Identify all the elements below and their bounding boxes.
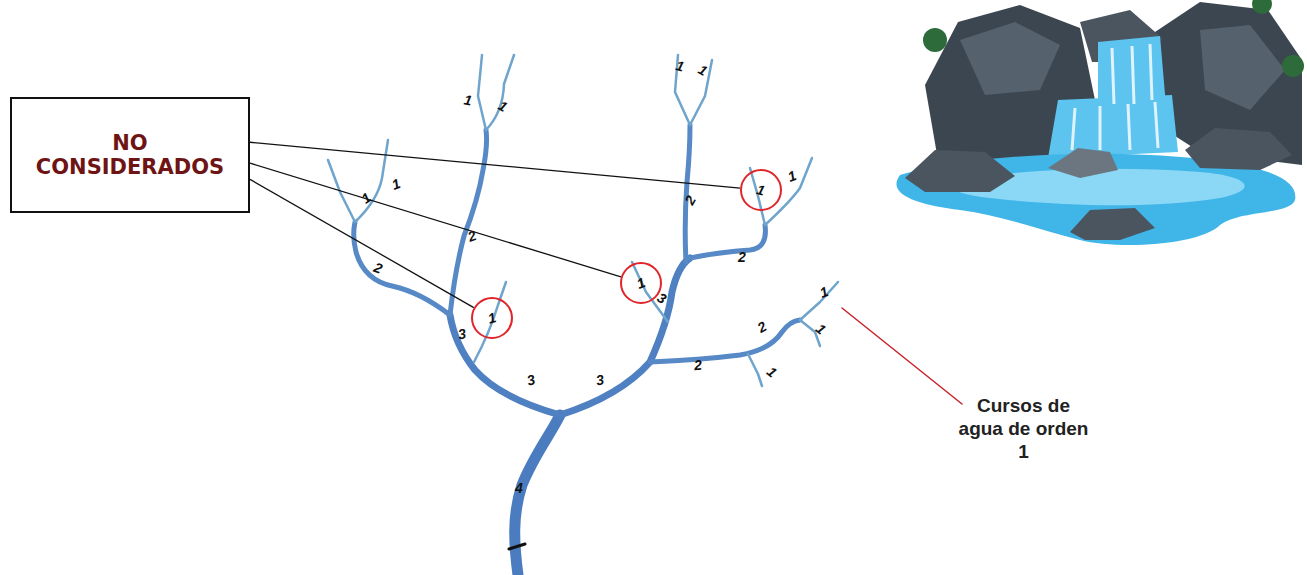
stream-order: 2 xyxy=(372,259,385,277)
river-branch xyxy=(450,130,487,315)
river-stream xyxy=(474,282,506,362)
river-stream xyxy=(765,158,812,225)
river-branch xyxy=(560,258,690,415)
stream-order: 2 xyxy=(466,227,479,245)
river-stream xyxy=(478,55,486,130)
river-stream xyxy=(355,140,388,222)
stream-order: 3 xyxy=(457,325,467,342)
rock xyxy=(1070,208,1155,240)
stream-order: 2 xyxy=(755,318,770,336)
leader-line xyxy=(250,179,474,307)
water-streaks xyxy=(1072,44,1158,150)
circled-stream-number: 1 xyxy=(620,262,662,304)
leader-line xyxy=(250,142,740,188)
stream-order: 1 xyxy=(786,167,799,185)
river-trunk xyxy=(515,415,560,575)
bush xyxy=(923,28,947,52)
rock xyxy=(1200,25,1285,110)
circled-stream-number: 1 xyxy=(471,297,513,339)
stream-order: 1 xyxy=(496,97,511,115)
box-label: NO CONSIDERADOS xyxy=(36,131,224,179)
stream-order: 1 xyxy=(390,175,403,193)
bush xyxy=(1252,0,1272,14)
stream-order: 1 xyxy=(764,363,780,380)
river-stream xyxy=(675,55,690,125)
rock xyxy=(960,22,1060,95)
rock xyxy=(1048,148,1118,178)
bush xyxy=(1282,55,1304,77)
stream-order: 1 xyxy=(813,320,829,337)
stream-order: 2 xyxy=(693,357,702,374)
river-stream xyxy=(486,55,514,130)
trunk-tick xyxy=(509,544,525,549)
river-branch xyxy=(450,315,560,415)
river-stream xyxy=(800,282,838,320)
river-branch xyxy=(354,222,450,315)
stream-order: 2 xyxy=(738,249,746,265)
stream-order: 1 xyxy=(818,283,831,301)
note-box: NO CONSIDERADOS xyxy=(10,97,250,213)
rock xyxy=(905,150,1015,192)
river-stream xyxy=(328,160,355,222)
leader-line xyxy=(250,163,621,277)
leader-line xyxy=(842,308,962,404)
stream-order: 3 xyxy=(525,371,537,388)
annotation-text: Cursos de agua de orden 1 xyxy=(956,395,1091,463)
stream-order: 1 xyxy=(635,274,648,292)
rock xyxy=(1185,128,1292,170)
circled-stream-number: 1 xyxy=(740,169,782,211)
river-stream xyxy=(690,60,712,125)
waterfall xyxy=(1048,95,1178,158)
river-stream xyxy=(748,354,762,386)
stream-order: 3 xyxy=(595,371,605,388)
river-branch xyxy=(650,320,800,362)
stream-order: 4 xyxy=(515,480,523,496)
river-branch xyxy=(690,225,765,258)
stream-order: 1 xyxy=(755,181,767,198)
stream-order: 1 xyxy=(463,91,473,108)
stream-order: 1 xyxy=(486,309,498,326)
stream-order: 1 xyxy=(674,57,686,74)
waterfall-illustration xyxy=(896,0,1304,245)
